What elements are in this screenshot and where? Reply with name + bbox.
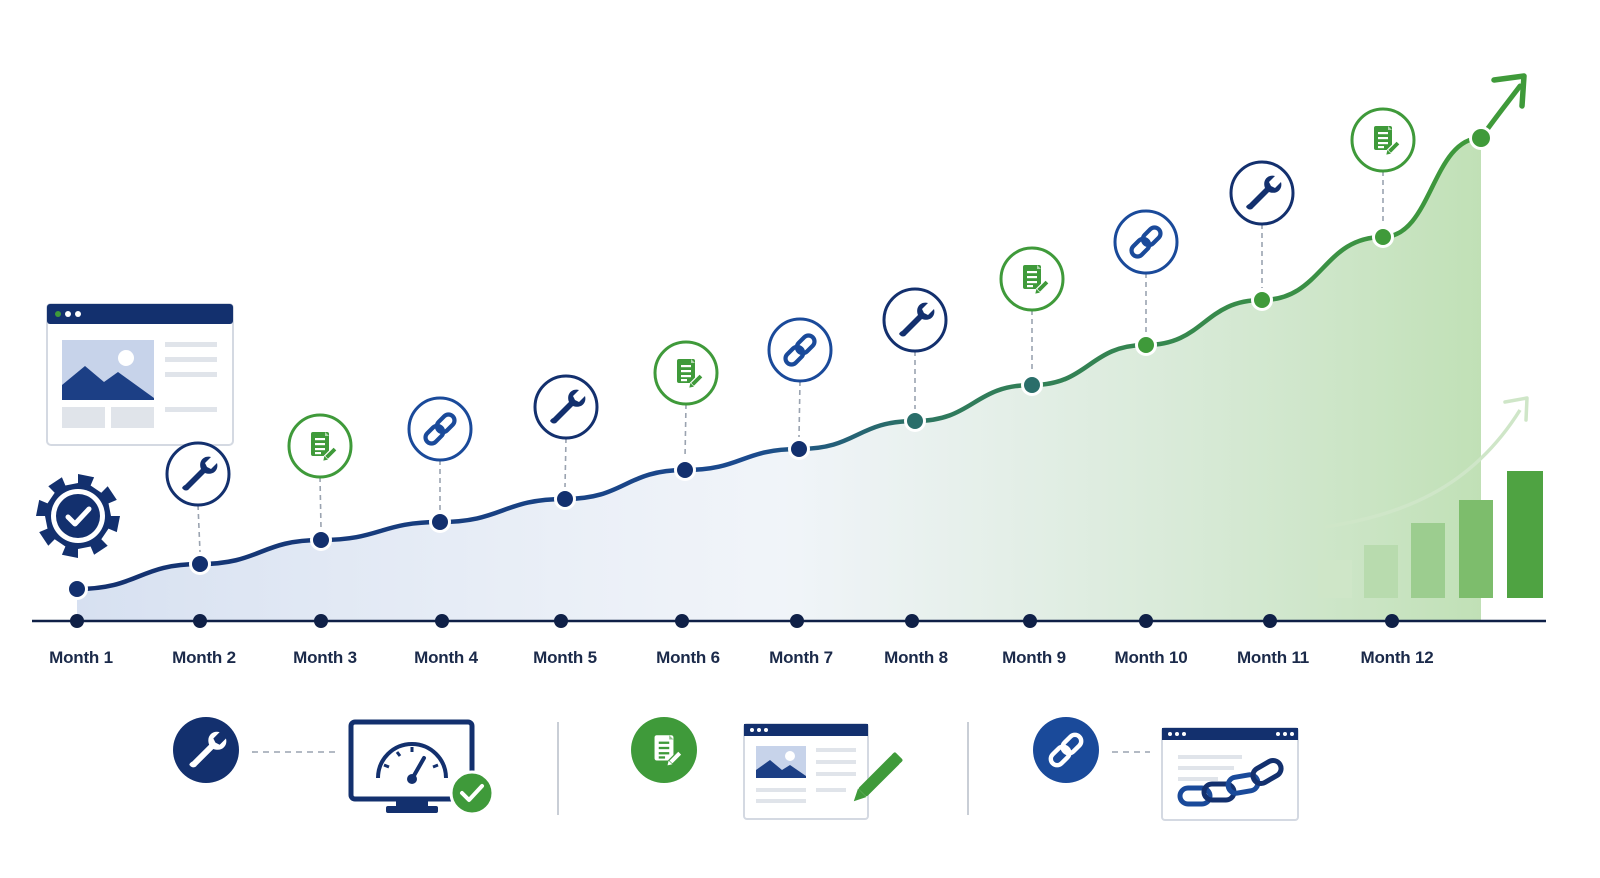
month-label: Month 1 xyxy=(49,648,113,667)
webpage-chain-icon xyxy=(1161,727,1299,821)
milestone-point xyxy=(1024,377,1040,393)
milestone-point xyxy=(1472,129,1490,147)
growth-bar xyxy=(1507,471,1543,598)
monitor-speed-check-icon xyxy=(348,719,495,816)
timeline-marks xyxy=(66,107,1493,628)
wrench-icon xyxy=(165,441,231,507)
growth-bar xyxy=(1459,500,1493,598)
document-edit-icon xyxy=(631,717,697,783)
connector-line xyxy=(564,437,567,488)
milestone-point xyxy=(313,532,329,548)
axis-tick-dot xyxy=(1385,614,1399,628)
month-label: Month 3 xyxy=(293,648,357,667)
milestone-point xyxy=(432,514,448,530)
month-label: Month 10 xyxy=(1114,648,1188,667)
axis-tick-dot xyxy=(675,614,689,628)
milestone-point xyxy=(1375,229,1391,245)
document-edit-icon xyxy=(1350,107,1416,173)
connector-line xyxy=(684,403,687,459)
wrench-icon xyxy=(1229,160,1295,226)
connector-line xyxy=(319,476,322,529)
growth-bar-chart xyxy=(1318,396,1543,598)
document-edit-icon xyxy=(653,340,719,406)
webpage-edit-icon xyxy=(743,723,903,820)
month-label: Month 5 xyxy=(533,648,597,667)
legend-technical-seo xyxy=(173,717,495,816)
connector-line xyxy=(197,504,201,553)
link-icon xyxy=(767,317,833,383)
milestone-point xyxy=(1254,292,1270,308)
growth-area xyxy=(77,138,1481,620)
axis-tick-dot xyxy=(193,614,207,628)
axis-tick-dot xyxy=(554,614,568,628)
month-label: Month 8 xyxy=(884,648,948,667)
milestone-point xyxy=(69,581,85,597)
growth-arrow-head xyxy=(1491,73,1527,109)
wrench-icon xyxy=(173,717,239,783)
milestone-point xyxy=(791,441,807,457)
axis-tick-dot xyxy=(905,614,919,628)
axis-tick-dot xyxy=(70,614,84,628)
link-icon xyxy=(1033,717,1099,783)
document-edit-icon xyxy=(287,413,353,479)
wrench-icon xyxy=(533,374,599,440)
link-icon xyxy=(1113,209,1179,275)
milestone-point xyxy=(557,491,573,507)
document-edit-icon xyxy=(999,246,1065,312)
link-icon xyxy=(407,396,473,462)
axis-tick-dot xyxy=(1263,614,1277,628)
connector-line xyxy=(798,380,801,438)
growth-bar xyxy=(1364,545,1398,598)
gear-check-icon xyxy=(36,474,120,558)
milestone-point xyxy=(677,462,693,478)
month-label: Month 12 xyxy=(1360,648,1434,667)
milestone-point xyxy=(907,413,923,429)
secondary-arrow-head xyxy=(1503,396,1529,422)
wrench-icon xyxy=(882,287,948,353)
month-label: Month 11 xyxy=(1236,648,1310,667)
axis-tick-dot xyxy=(1023,614,1037,628)
axis-tick-dot xyxy=(1139,614,1153,628)
month-label: Month 9 xyxy=(1002,648,1066,667)
axis-tick-dot xyxy=(314,614,328,628)
website-mockup-illustration xyxy=(46,303,234,446)
growth-bar xyxy=(1318,560,1352,598)
legend-row xyxy=(173,717,1299,821)
milestone-point xyxy=(192,556,208,572)
axis-tick-dot xyxy=(435,614,449,628)
month-label: Month 4 xyxy=(414,648,478,667)
secondary-trend-line xyxy=(1324,409,1522,529)
legend-link-building xyxy=(1033,717,1299,821)
axis-tick-dot xyxy=(790,614,804,628)
legend-content xyxy=(631,717,903,820)
milestone-point xyxy=(1138,337,1154,353)
month-label: Month 7 xyxy=(769,648,833,667)
month-label: Month 6 xyxy=(656,648,720,667)
growth-bar xyxy=(1411,523,1445,598)
month-label: Month 2 xyxy=(172,648,236,667)
